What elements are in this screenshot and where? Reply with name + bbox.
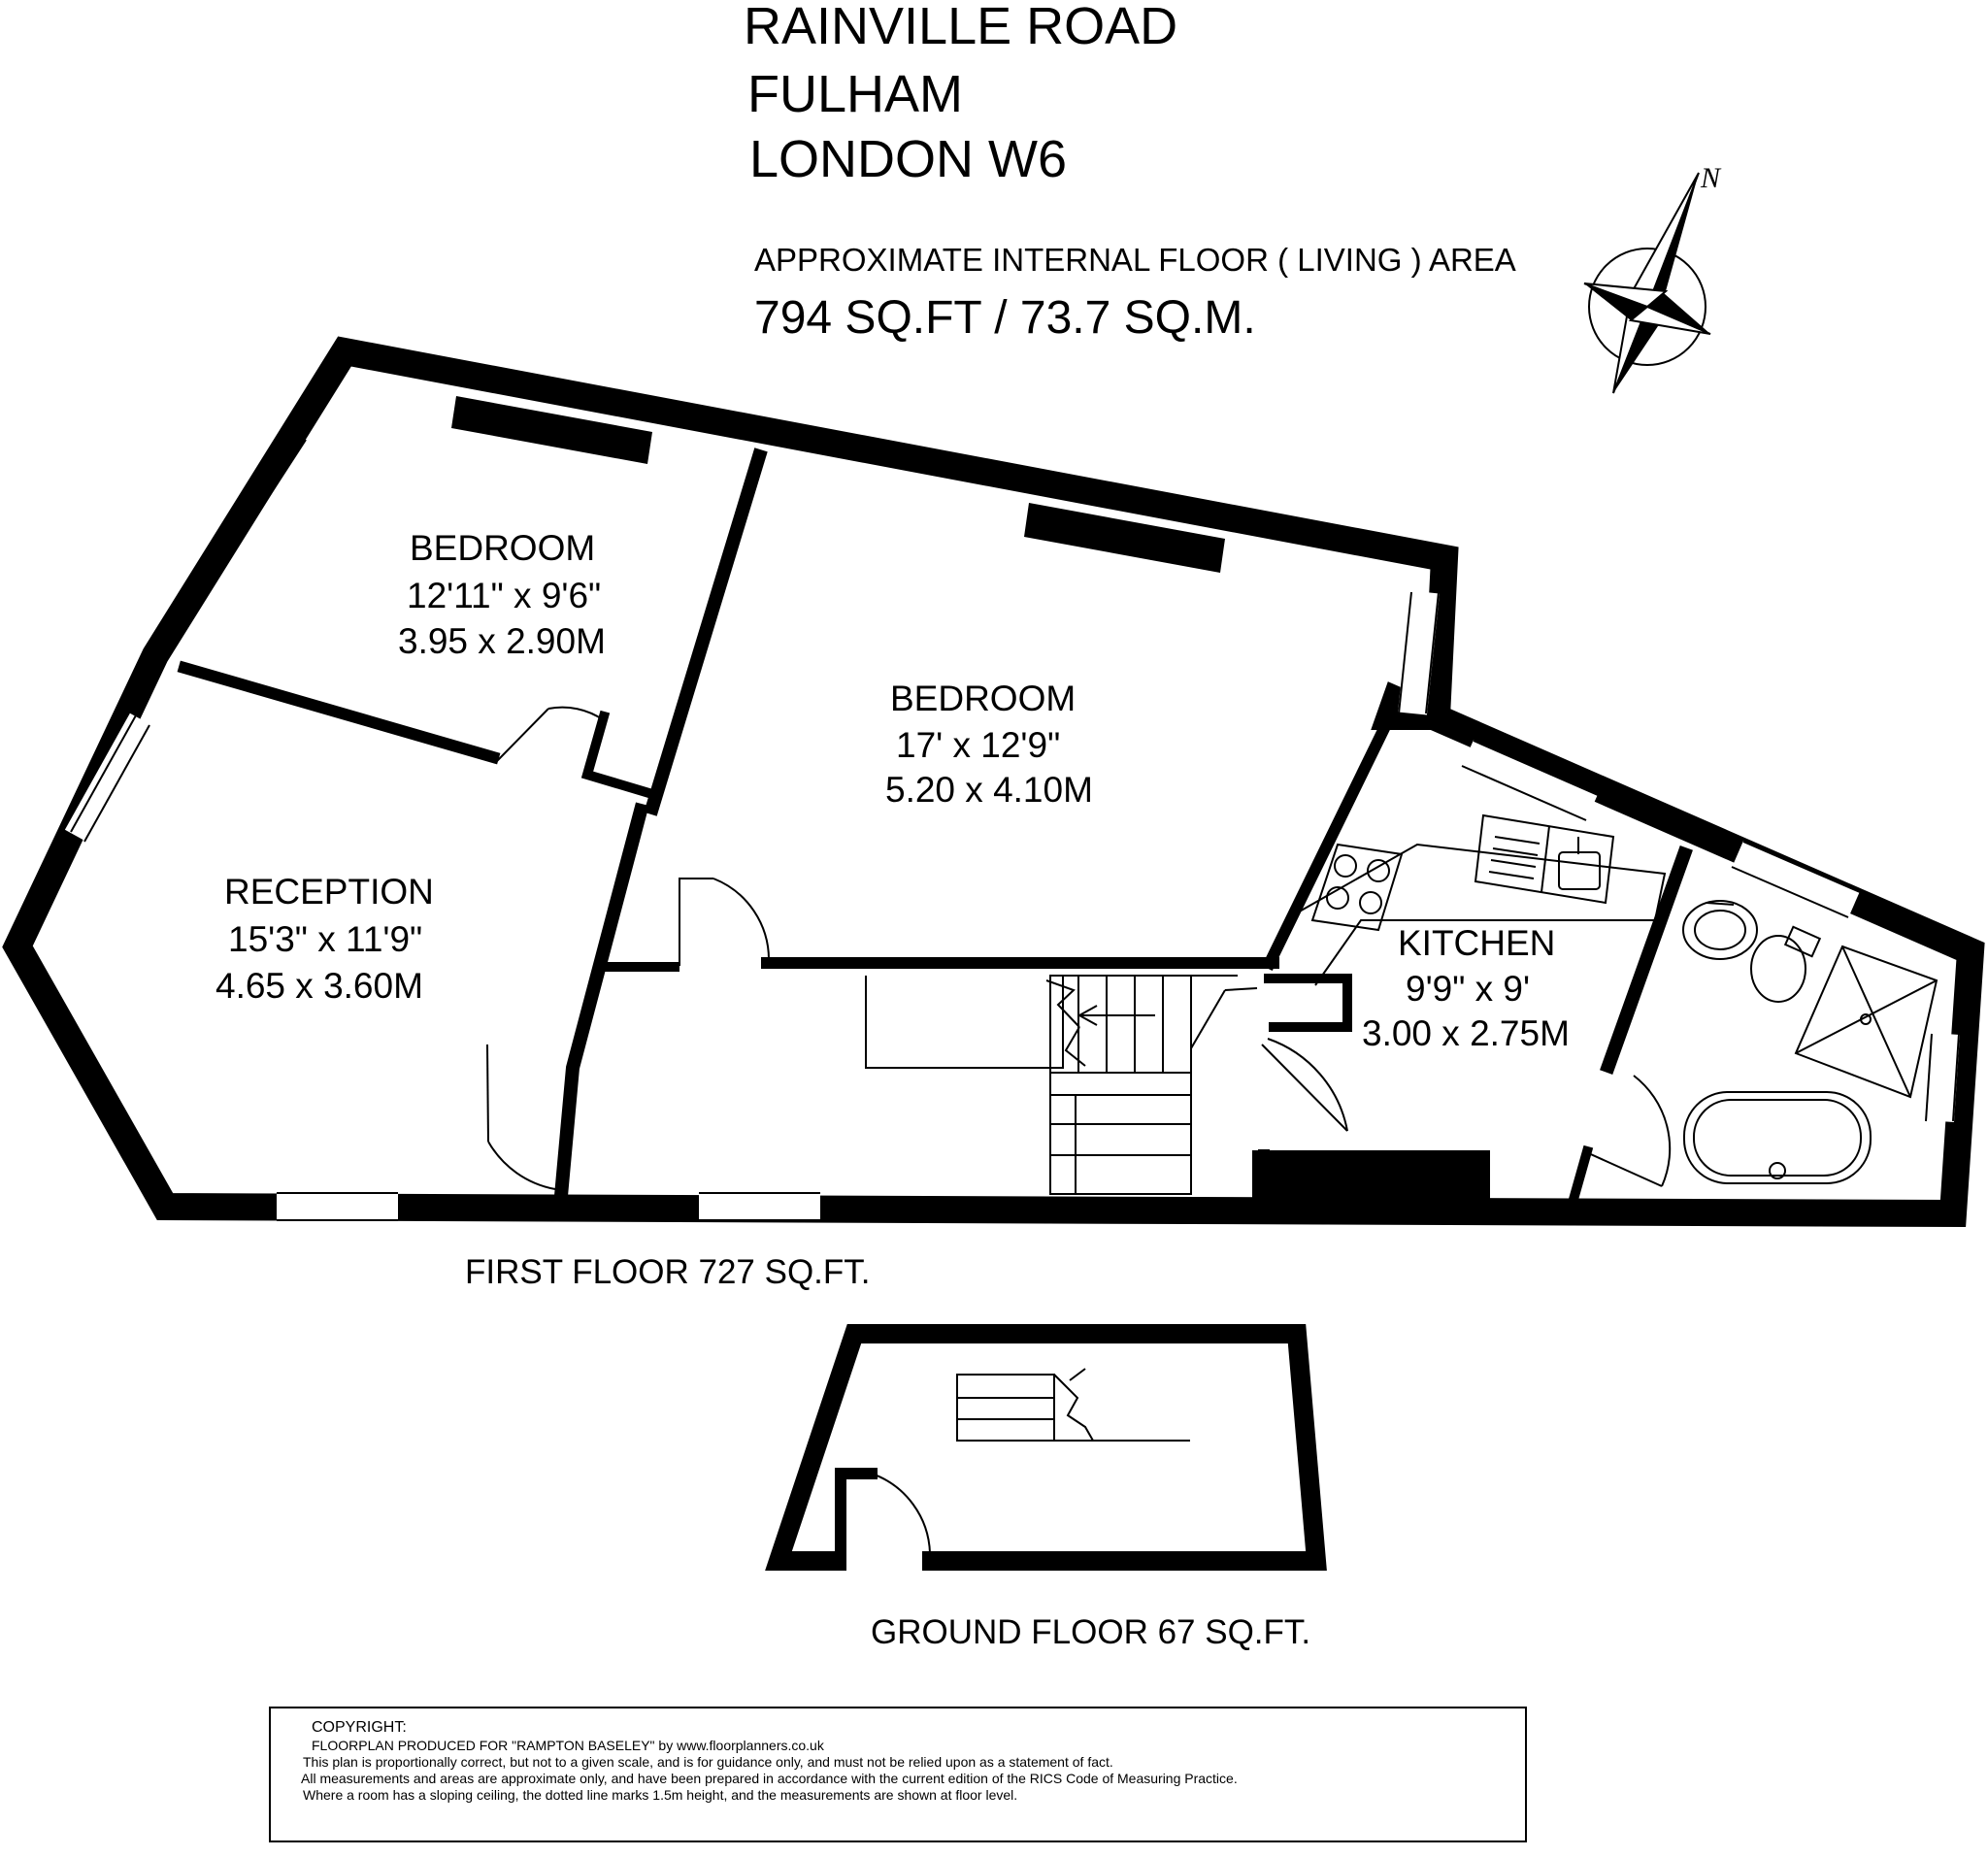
- room-metric: 3.00 x 2.75M: [1362, 1013, 1570, 1053]
- kitchen-worktop: [1288, 843, 1667, 986]
- area-value: 794 SQ.FT / 73.7 SQ.M.: [754, 292, 1256, 344]
- room-name: KITCHEN: [1398, 923, 1555, 963]
- room-metric: 4.65 x 3.60M: [215, 966, 423, 1006]
- door-bathroom: [1583, 1075, 1672, 1187]
- staircase-first-floor: [1045, 975, 1258, 1195]
- area-label: APPROXIMATE INTERNAL FLOOR ( LIVING ) AR…: [754, 242, 1516, 278]
- room-metric: 3.95 x 2.90M: [398, 621, 606, 661]
- first-floor-plan: [2, 336, 1985, 1228]
- copyright-notice: COPYRIGHT: FLOORPLAN PRODUCED FOR "RAMPT…: [269, 1707, 1527, 1842]
- room-label-bedroom-1: BEDROOM 12'11" x 9'6" 3.95 x 2.90M: [398, 528, 606, 661]
- address-line-2: FULHAM: [747, 65, 963, 123]
- door-bedroom-1: [496, 706, 605, 762]
- sink-icon: [1474, 813, 1615, 905]
- room-imperial: 9'9" x 9': [1406, 969, 1530, 1009]
- door-kitchen: [1261, 1038, 1348, 1132]
- bath-icon: [1683, 1091, 1872, 1184]
- ground-floor-plan: [765, 1324, 1327, 1571]
- copyright-line: FLOORPLAN PRODUCED FOR "RAMPTON BASELEY"…: [312, 1738, 824, 1753]
- room-imperial: 12'11" x 9'6": [407, 576, 601, 615]
- room-imperial: 15'3" x 11'9": [228, 919, 422, 959]
- room-name: RECEPTION: [224, 872, 434, 912]
- copyright-line: Where a room has a sloping ceiling, the …: [303, 1787, 1018, 1803]
- basin-icon: [1682, 900, 1758, 960]
- compass-rose-icon: [1583, 172, 1711, 394]
- room-metric: 5.20 x 4.10M: [885, 770, 1093, 810]
- staircase-ground-floor: [956, 1368, 1190, 1442]
- toilet-icon: [1750, 925, 1822, 1003]
- room-name: BEDROOM: [410, 528, 595, 568]
- copyright-heading: COPYRIGHT:: [312, 1719, 407, 1736]
- copyright-line: All measurements and areas are approxima…: [301, 1771, 1238, 1786]
- first-floor-label: FIRST FLOOR 727 SQ.FT.: [465, 1253, 871, 1291]
- address-line-1: RAINVILLE ROAD: [744, 0, 1177, 55]
- address-line-3: LONDON W6: [749, 130, 1067, 188]
- room-label-kitchen: KITCHEN 9'9" x 9' 3.00 x 2.75M: [1362, 923, 1570, 1053]
- room-label-reception: RECEPTION 15'3" x 11'9" 4.65 x 3.60M: [215, 872, 434, 1006]
- room-label-bedroom-2: BEDROOM 17' x 12'9" 5.20 x 4.10M: [885, 679, 1093, 810]
- room-name: BEDROOM: [890, 679, 1076, 718]
- door-reception: [486, 1044, 556, 1190]
- door-bedroom-2: [679, 878, 771, 966]
- copyright-line: This plan is proportionally correct, but…: [303, 1754, 1113, 1770]
- shower-tray-icon: [1794, 945, 1938, 1099]
- room-imperial: 17' x 12'9": [896, 725, 1060, 765]
- compass-north-label: N: [1700, 162, 1722, 194]
- hob-icon: [1310, 843, 1404, 932]
- ground-floor-label: GROUND FLOOR 67 SQ.FT.: [871, 1613, 1310, 1651]
